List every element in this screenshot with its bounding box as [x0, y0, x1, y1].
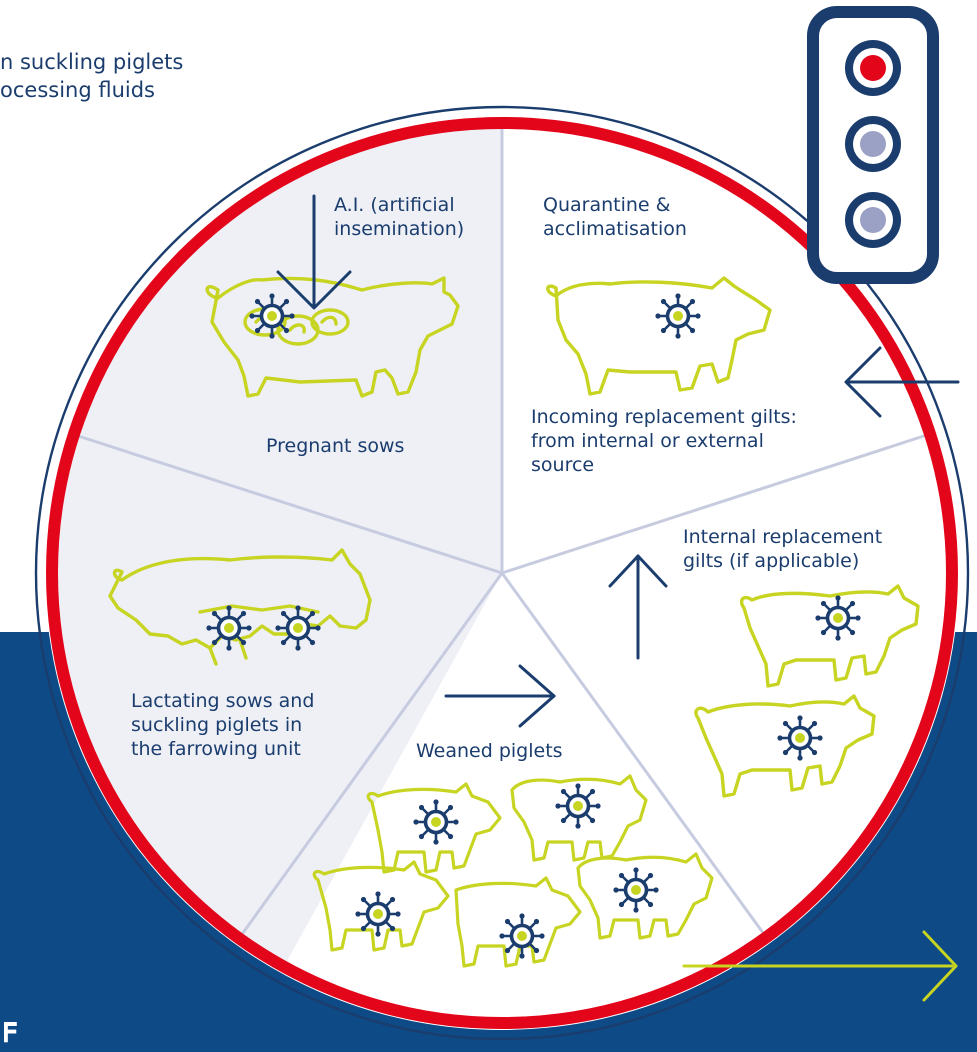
internal-gilts-label-line-1: Internal replacement	[683, 526, 883, 548]
lactating-label-line-2: suckling piglets in	[131, 714, 303, 736]
internal-gilts-icons	[694, 584, 920, 798]
ai-label: A.I. (artificial insemination)	[334, 193, 464, 241]
incoming-left-arrow-icon	[844, 346, 960, 418]
quarantine-gilt-icon	[546, 276, 772, 396]
incoming-gilts-label-line-1: Incoming replacement gilts:	[531, 406, 797, 428]
lactating-label-line-3: the farrowing unit	[131, 738, 301, 760]
top-caption-line-2: ocessing fluids	[0, 78, 155, 102]
incoming-gilts-label: Incoming replacement gilts: from interna…	[531, 405, 797, 477]
pregnant-sow-icon	[205, 276, 460, 398]
weaned-piglets-icons	[312, 774, 714, 968]
ai-label-line-2: insemination)	[334, 218, 465, 240]
outgoing-right-arrow-icon	[682, 930, 958, 1002]
top-caption-line-1: n suckling piglets	[0, 50, 184, 74]
weaned-piglets-label: Weaned piglets	[416, 740, 563, 762]
quarantine-label: Quarantine & acclimatisation	[543, 193, 687, 241]
incoming-gilts-label-line-3: source	[531, 454, 595, 476]
traffic-light-lamp-red	[845, 40, 901, 96]
traffic-light-lamp-middle	[845, 116, 901, 172]
quarantine-label-line-2: acclimatisation	[543, 218, 687, 240]
lactating-label: Lactating sows and suckling piglets in t…	[131, 689, 314, 761]
incoming-gilts-label-line-2: from internal or external	[531, 430, 764, 452]
right-arrow-icon	[444, 664, 556, 728]
traffic-light-icon	[807, 6, 939, 284]
bottom-left-fragment: F	[0, 1016, 20, 1049]
pregnant-sows-label: Pregnant sows	[266, 435, 405, 457]
sector-dividers	[71, 118, 931, 938]
ai-label-line-1: A.I. (artificial	[334, 194, 455, 216]
internal-gilts-label-line-2: gilts (if applicable)	[683, 550, 860, 572]
outer-ring-red	[46, 117, 958, 1029]
outer-ring-thin	[34, 105, 970, 1041]
ai-down-arrow-icon	[276, 194, 352, 310]
lactating-label-line-1: Lactating sows and	[131, 690, 315, 712]
internal-gilts-label: Internal replacement gilts (if applicabl…	[683, 525, 882, 573]
quarantine-label-line-1: Quarantine &	[543, 194, 671, 216]
top-caption: n suckling piglets ocessing fluids	[0, 48, 183, 104]
up-arrow-icon	[608, 554, 668, 660]
traffic-light-lamp-bottom	[845, 192, 901, 248]
